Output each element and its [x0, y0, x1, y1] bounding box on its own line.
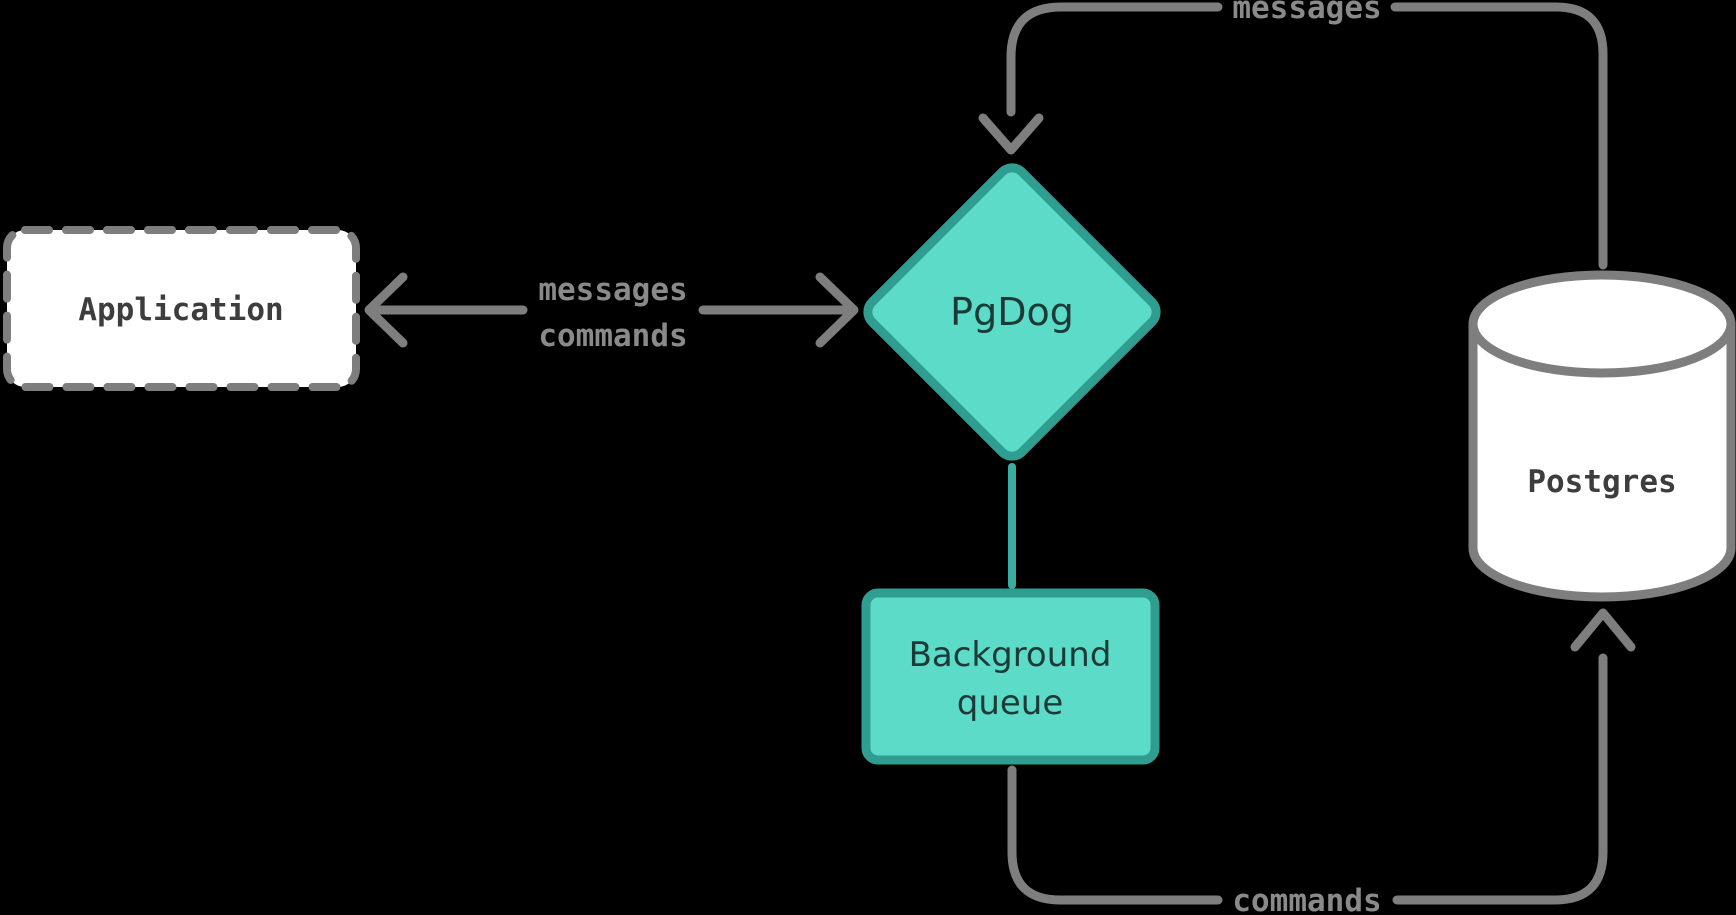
background-queue-box — [861, 588, 1160, 765]
postgres-cylinder-top-rim — [1468, 319, 1736, 378]
edge-queue-postgres: commands — [1007, 608, 1636, 915]
background-queue-node: Background queue — [861, 588, 1160, 765]
arrowhead-into-application — [364, 272, 408, 348]
edge-label-messages-top: messages — [1232, 0, 1381, 26]
pgdog-node: PgDog — [863, 163, 1161, 461]
application-box — [3, 226, 360, 391]
arrowhead-into-postgres — [1570, 608, 1636, 652]
background-queue-label-line1: Background — [909, 635, 1112, 675]
postgres-node: Postgres — [1468, 270, 1736, 602]
pgdog-label: PgDog — [950, 290, 1074, 334]
application-label: Application — [78, 292, 283, 328]
edge-label-commands-bottom: commands — [1232, 883, 1381, 915]
edge-line — [1007, 765, 1223, 905]
postgres-label: Postgres — [1527, 464, 1676, 500]
postgres-cylinder-body — [1468, 270, 1736, 602]
edge-app-pgdog: messages commands — [364, 272, 859, 354]
edge-line — [1392, 653, 1608, 905]
edge-line — [1390, 2, 1608, 270]
arrowhead-into-pgdog — [815, 272, 859, 348]
application-node: Application — [3, 226, 360, 391]
edge-line — [1006, 2, 1223, 117]
arrowhead-into-pgdog-top — [978, 113, 1044, 155]
edge-label-messages: messages — [538, 272, 687, 308]
edge-label-commands: commands — [538, 318, 687, 354]
edge-postgres-pgdog: messages — [978, 0, 1608, 270]
pgdog-diamond — [863, 163, 1161, 461]
background-queue-label-line2: queue — [957, 683, 1064, 723]
